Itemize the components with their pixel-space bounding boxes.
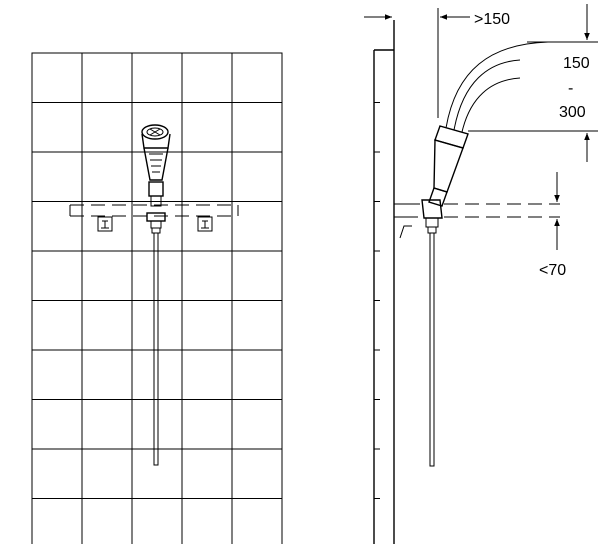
tile [131,52,183,103]
wall-bracket-left-icon [97,216,113,232]
tile [81,250,133,301]
wall-joints-icon [374,102,380,499]
slider-front-icon [146,212,166,466]
projection-label: <70 [539,262,566,279]
slide-rail-front-icon [69,204,239,217]
tile [181,52,233,103]
tile [181,102,233,153]
wall-section-icon [373,20,395,544]
shower-head-side-icon [428,125,469,207]
tile [31,448,83,499]
height-min-label: 150 [563,55,590,72]
tile [81,349,133,400]
tile [231,349,283,400]
tile [231,448,283,499]
tile [131,250,183,301]
tile [131,201,183,252]
wall-bracket-right-icon [197,216,213,232]
tile [181,448,233,499]
tile [31,498,83,549]
tile [31,52,83,103]
tile [131,448,183,499]
tile [31,349,83,400]
tile [181,349,233,400]
tile [31,151,83,202]
tile [181,151,233,202]
height-separator: - [568,80,573,97]
tile [81,300,133,351]
tile [81,498,133,549]
tile [31,300,83,351]
tile [231,399,283,450]
shower-head-front-icon [141,124,171,207]
projection-dimension: <70 [539,172,566,279]
tile [131,300,183,351]
tile-grid-icon [31,52,283,549]
tile [131,399,183,450]
tile [131,151,183,202]
tile [31,250,83,301]
slider-side-icon [421,199,443,467]
tile [131,349,183,400]
tile [231,201,283,252]
tile [231,52,283,103]
tile [231,250,283,301]
tile [231,102,283,153]
height-max-label: 300 [559,104,586,121]
tile [231,151,283,202]
tile [181,201,233,252]
offset-label: >150 [474,11,510,28]
tile [31,201,83,252]
tile [181,300,233,351]
tile [81,102,133,153]
tile [81,151,133,202]
tile [131,102,183,153]
tile [231,300,283,351]
slide-rail-side-icon [394,203,560,239]
tile [81,399,133,450]
tile [31,102,83,153]
height-dimension: 150 - 300 [468,4,598,162]
side-view: >150 150 - 300 [364,4,598,544]
tile [31,399,83,450]
tile [81,448,133,499]
tile [81,201,133,252]
tile [181,498,233,549]
tile [231,498,283,549]
tile [131,498,183,549]
offset-dimension: >150 [437,8,510,118]
tile [181,250,233,301]
tile [181,399,233,450]
hose-icon [445,41,549,133]
tile [81,52,133,103]
front-view [31,52,283,549]
